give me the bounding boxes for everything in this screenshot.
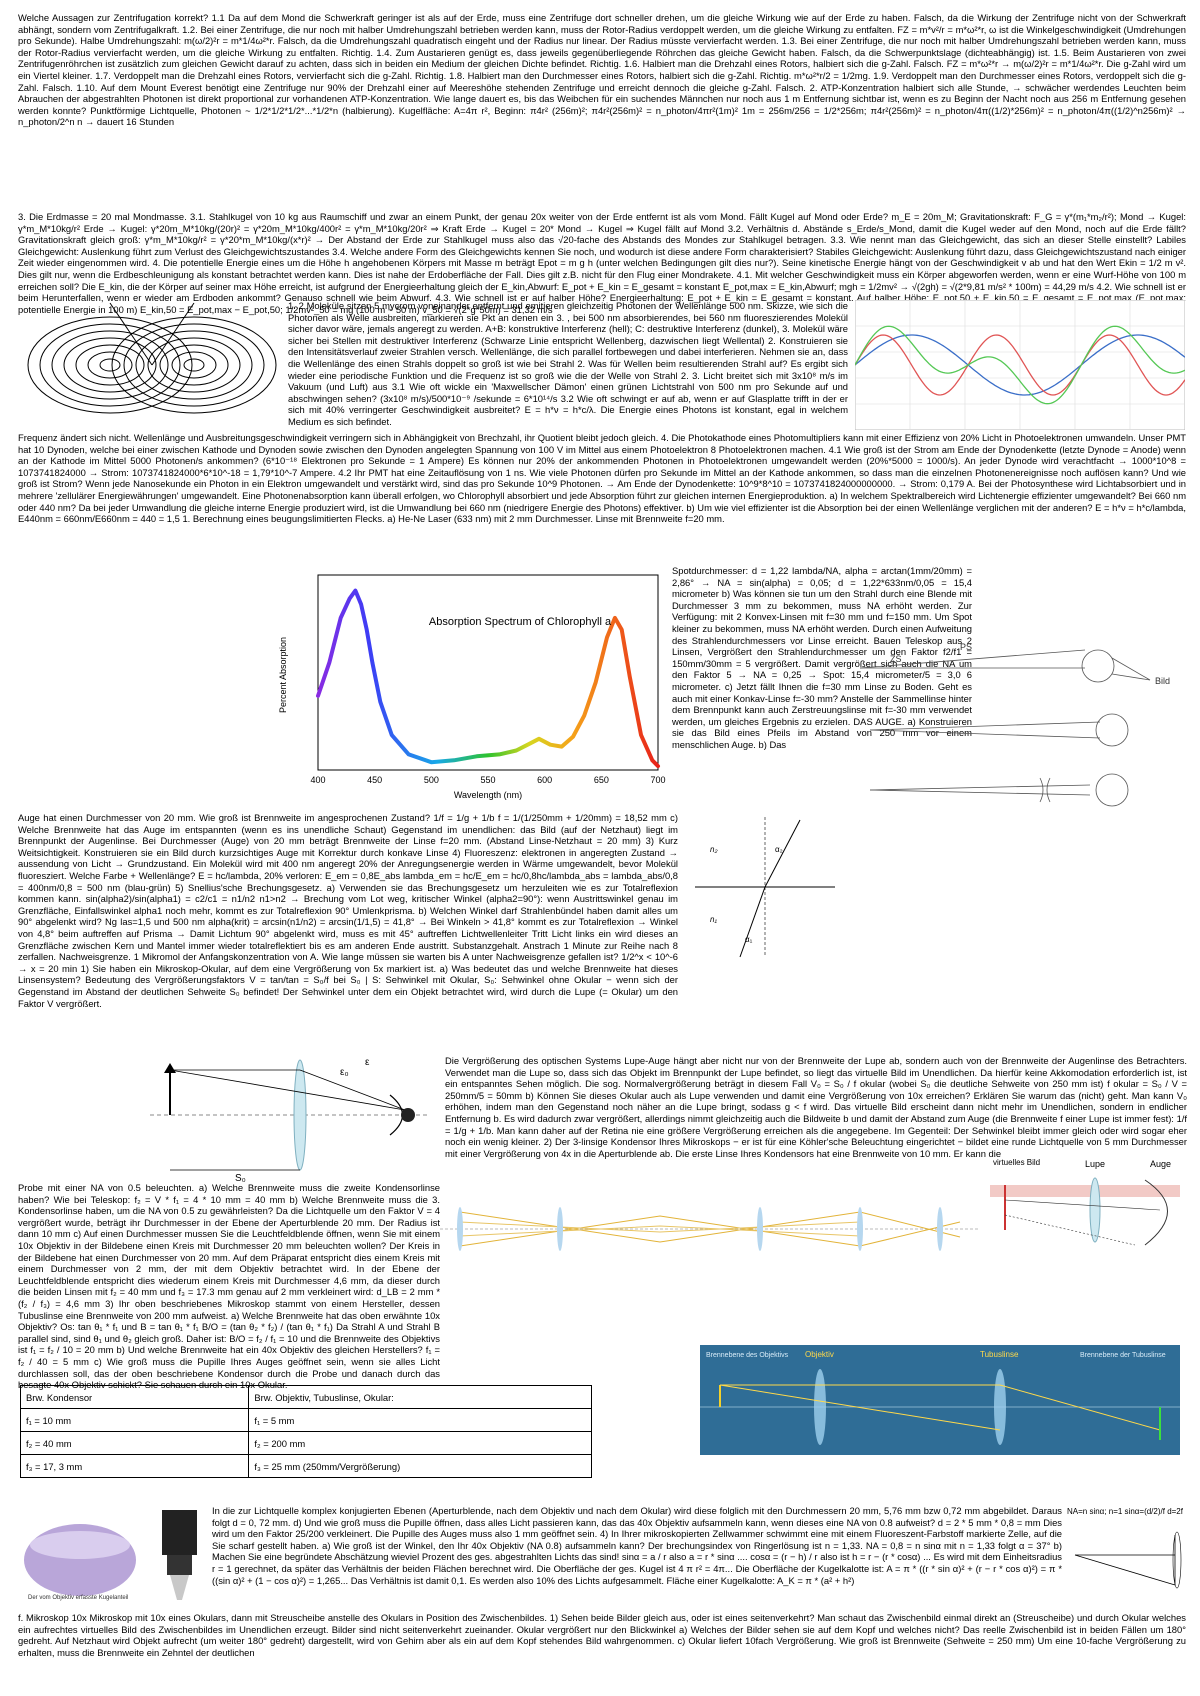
- text-eye-optics: Auge hat einen Durchmesser von 20 mm. Wi…: [18, 812, 678, 1009]
- text-zwischenbild: f. Mikroskop 10x Mikroskop mit 10x eines…: [18, 1612, 1186, 1658]
- label-brennebene-tubuslinse: Brennebene der Tubuslinse: [1080, 1352, 1166, 1359]
- table-row: f₁ = 10 mm f₁ = 5 mm: [19, 1408, 592, 1432]
- text-pupille-na: In die zur Lichtquelle komplex konjugier…: [212, 1505, 1062, 1586]
- chart-title: Absorption Spectrum of Chlorophyll a: [429, 616, 612, 628]
- svg-text:α₂: α₂: [775, 845, 783, 854]
- table-cell: f₁ = 10 mm: [19, 1408, 250, 1432]
- text-centrifugation: Welche Aussagen zur Zentrifugation korre…: [18, 12, 1186, 128]
- wave-strahl-1: [855, 334, 1185, 396]
- text-gravity-energy: 3. Die Erdmasse = 20 mal Mondmasse. 3.1.…: [18, 211, 1186, 315]
- na-formula-diagram: NA=n sinα; n=1 sinα=(d/2)/f d=2f NA: [1067, 1507, 1185, 1589]
- absorption-spectrum-chart: Absorption Spectrum of Chlorophyll a Per…: [278, 574, 666, 800]
- absorption-curve: [316, 588, 660, 769]
- wave-interference-graph: [855, 300, 1185, 430]
- lupe-eye-diagram: S₀ ε₀ ε: [150, 1057, 430, 1184]
- table-header-row: Brw. Kondensor Brw. Objektiv, Tubuslinse…: [19, 1385, 592, 1409]
- label-s0: S₀: [235, 1173, 246, 1184]
- table-header-cell: Brw. Kondensor: [19, 1385, 250, 1409]
- label-virtual-image: virtuelles Bild: [993, 1158, 1040, 1167]
- label-brennebene-objektiv: Brennebene des Objektivs: [706, 1352, 789, 1359]
- chart-ylabel: Percent Absorption: [278, 637, 288, 713]
- eye-lens-diagrams: PS ZS Bild: [859, 642, 1170, 807]
- label-kugelanteil: Der vom Objektiv erfasste Kugelanteil: [28, 1595, 128, 1601]
- focal-length-table: Brw. Kondensor Brw. Objektiv, Tubuslinse…: [19, 1385, 592, 1478]
- text-photomultiplier: Frequenz ändert sich nicht. Wellenlänge …: [18, 432, 1186, 525]
- telescope-diagram: Brennebene des Objektivs Objektiv Tubusl…: [700, 1345, 1180, 1455]
- x-tick-label: 550: [480, 775, 495, 785]
- sphere-calotte-figure: Der vom Objektiv erfasste Kugelanteil: [24, 1524, 136, 1601]
- label-tubuslinse: Tubuslinse: [980, 1350, 1019, 1359]
- label-ps: PS: [960, 642, 972, 652]
- svg-text:α₁: α₁: [745, 935, 753, 944]
- interference-circles-diagram: [27, 302, 277, 414]
- x-tick-label: 700: [650, 775, 665, 785]
- refraction-diagram: n₂ n₁ α₂ α₁: [695, 817, 835, 958]
- label-bild: Bild: [1155, 676, 1170, 686]
- text-interference: 1. 2 Moleküle sitzen 5 mycrom voneinande…: [288, 300, 848, 427]
- label-eps: ε: [365, 1057, 370, 1068]
- svg-text:n₁: n₁: [710, 915, 717, 924]
- table-cell: f₂ = 40 mm: [19, 1431, 250, 1455]
- table-row: f₂ = 40 mm f₂ = 200 mm: [19, 1431, 592, 1455]
- chart-frame: [317, 574, 659, 771]
- chart-xlabel: Wavelength (nm): [454, 790, 522, 800]
- text-lupe-okular: Die Vergrößerung des optischen Systems L…: [445, 1055, 1187, 1159]
- label-lupe: Lupe: [1085, 1159, 1105, 1169]
- label-auge: Auge: [1150, 1159, 1171, 1169]
- label-zs: ZS: [890, 654, 902, 664]
- objective-figure: [162, 1510, 197, 1600]
- svg-text:n₂: n₂: [710, 845, 718, 854]
- x-tick-label: 650: [594, 775, 609, 785]
- table-row: f₃ = 17, 3 mm f₃ = 25 mm (250mm/Vergröße…: [19, 1454, 592, 1478]
- x-tick-label: 450: [367, 775, 382, 785]
- kondensor-diagram: [440, 1182, 980, 1277]
- wave-resulting: [855, 325, 1185, 405]
- table-cell: f₃ = 17, 3 mm: [19, 1454, 250, 1478]
- x-tick-label: 500: [424, 775, 439, 785]
- text-kondensor: Probe mit einer NA von 0.5 beleuchten. a…: [18, 1182, 440, 1391]
- chart-x-ticks: 400 450 500 550 600 650 700: [310, 775, 665, 785]
- text-diffraction-spot: Spotdurchmesser: d = 1,22 lambda/NA, alp…: [672, 565, 972, 750]
- x-tick-label: 400: [310, 775, 325, 785]
- table-cell: f₁ = 5 mm: [248, 1408, 592, 1432]
- table-cell: f₃ = 25 mm (250mm/Vergrößerung): [248, 1454, 592, 1478]
- table-cell: f₂ = 200 mm: [248, 1431, 592, 1455]
- label-objektiv: Objektiv: [805, 1350, 834, 1359]
- virtual-image-diagram: virtuelles Bild Lupe Auge: [990, 1158, 1180, 1246]
- label-eps0: ε₀: [340, 1067, 349, 1078]
- table-header-cell: Brw. Objektiv, Tubuslinse, Okular:: [248, 1385, 592, 1409]
- x-tick-label: 600: [537, 775, 552, 785]
- wave-strahl-2: [855, 334, 1185, 396]
- label-na-formula: NA=n sinα; n=1 sinα=(d/2)/f d=2f NA: [1067, 1507, 1185, 1516]
